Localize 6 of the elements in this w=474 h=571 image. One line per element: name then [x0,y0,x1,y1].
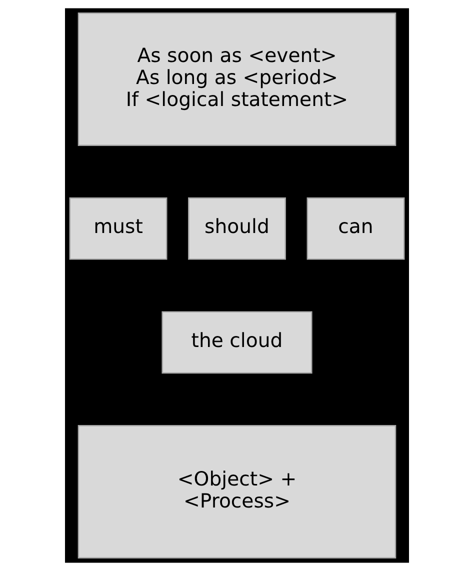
node-box: can [306,197,405,260]
node-box: <Object> + <Process> [78,425,396,558]
node-box: the cloud [162,311,312,374]
node-box: should [188,197,286,260]
node-box: As soon as <event> As long as <period> If <logical statement> [78,12,396,146]
node-box: must [69,197,168,260]
